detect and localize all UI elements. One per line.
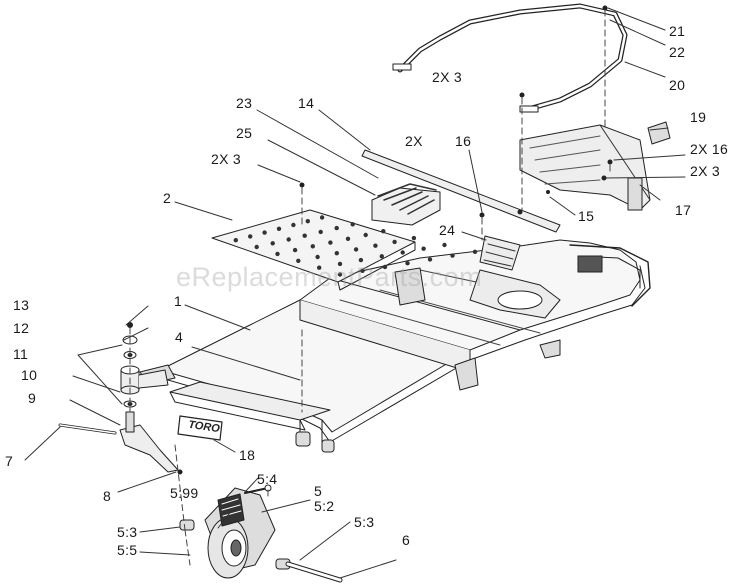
deck-hole: [353, 247, 359, 252]
callout-5-3-left: 5:3: [117, 524, 138, 540]
deck-hole: [427, 257, 433, 262]
deck-hole: [248, 234, 253, 239]
callout-2x-3-top: 2X 3: [432, 69, 462, 85]
alignment-lines: [129, 9, 611, 566]
fasteners: [299, 5, 613, 218]
callout-10: 10: [21, 367, 38, 383]
callout-17: 17: [675, 202, 692, 218]
deck-hole: [411, 235, 417, 241]
deck-hole: [345, 236, 351, 241]
heat-shield: [479, 235, 521, 271]
callout-12: 12: [13, 320, 30, 336]
deck-hole: [275, 251, 280, 257]
callout-8: 8: [103, 488, 112, 504]
callout-23: 23: [236, 95, 253, 111]
deck-hole: [302, 233, 307, 238]
callout-4: 4: [175, 329, 184, 345]
deck-hole: [270, 241, 275, 246]
deck-hole: [254, 244, 259, 250]
deck-hole: [337, 261, 343, 267]
deck-hole: [382, 264, 388, 270]
deck-hole: [405, 261, 410, 266]
deck-hole: [392, 239, 397, 245]
deck-hole: [317, 265, 322, 270]
caster-wheel: [179, 484, 343, 583]
leader-lines: [24, 7, 686, 579]
callout-19: 19: [690, 109, 707, 125]
callout-24: 24: [439, 222, 456, 238]
deck-hole: [305, 219, 310, 224]
deck-hole: [276, 226, 282, 231]
deck-hole: [379, 254, 384, 259]
callout-9: 9: [28, 390, 37, 406]
plate: [647, 121, 671, 145]
deck-hole: [334, 251, 339, 256]
callout-5-2: 5:2: [314, 498, 335, 514]
callout-5: 5: [314, 483, 323, 499]
callout-1: 1: [174, 293, 183, 309]
deck-hole: [450, 253, 455, 258]
callout-2: 2: [163, 190, 172, 206]
deck-hole: [400, 250, 405, 255]
deck-hole: [318, 229, 323, 235]
deck-hole: [233, 238, 238, 243]
floor-pan: [169, 381, 331, 431]
deck-hole: [360, 268, 365, 273]
callout-22: 22: [669, 44, 686, 60]
callout-16-mid: 16: [455, 133, 472, 149]
callout-2x-16-right: 2X 16: [690, 141, 729, 157]
side-rail: [361, 149, 561, 233]
deck-hole: [296, 258, 301, 263]
callout-15: 15: [578, 208, 595, 224]
callout-5-4: 5:4: [257, 471, 278, 487]
deck-hole: [319, 215, 325, 220]
callout-5-5: 5:5: [117, 542, 138, 558]
deck-hole: [337, 272, 343, 277]
deck-hole: [315, 254, 320, 260]
deck-hole: [472, 249, 478, 254]
rear-plate: [519, 124, 651, 211]
main-frame: [139, 239, 651, 453]
deck-hole: [373, 243, 378, 248]
watermark: eReplacementParts.com: [176, 262, 483, 292]
callout-21: 21: [669, 23, 686, 39]
deck-plate: [211, 209, 478, 291]
callout-2x-3-right: 2X 3: [690, 163, 720, 179]
deck-hole: [292, 247, 298, 253]
deck-hole: [442, 242, 447, 248]
callout-11: 11: [13, 346, 29, 362]
deck-hole: [286, 237, 291, 242]
deck-hole: [381, 229, 386, 234]
callout-20: 20: [669, 77, 686, 93]
callout-2x-3-left: 2X 3: [211, 151, 241, 167]
deck-hole: [262, 230, 267, 235]
deck-hole: [358, 257, 364, 263]
deck-hole: [291, 222, 296, 228]
deck-hole: [350, 222, 355, 227]
callout-18: 18: [239, 447, 256, 463]
callout-2x-mid: 2X: [405, 133, 423, 149]
deck-hole: [310, 244, 315, 249]
callout-6: 6: [402, 532, 411, 548]
logo-plate: [177, 415, 223, 441]
vent-grille: [371, 183, 441, 226]
callout-5-99: 5:99: [170, 485, 199, 501]
rops-bar: [392, 3, 628, 113]
callout-7: 7: [5, 453, 14, 469]
deck-hole: [421, 246, 426, 251]
callout-25: 25: [236, 125, 253, 141]
callout-14: 14: [298, 95, 315, 111]
deck-hole: [334, 225, 339, 231]
callout-5-3-right: 5:3: [354, 514, 375, 530]
deck-hole: [328, 240, 333, 245]
callout-13: 13: [13, 297, 30, 313]
deck-hole: [363, 232, 368, 238]
